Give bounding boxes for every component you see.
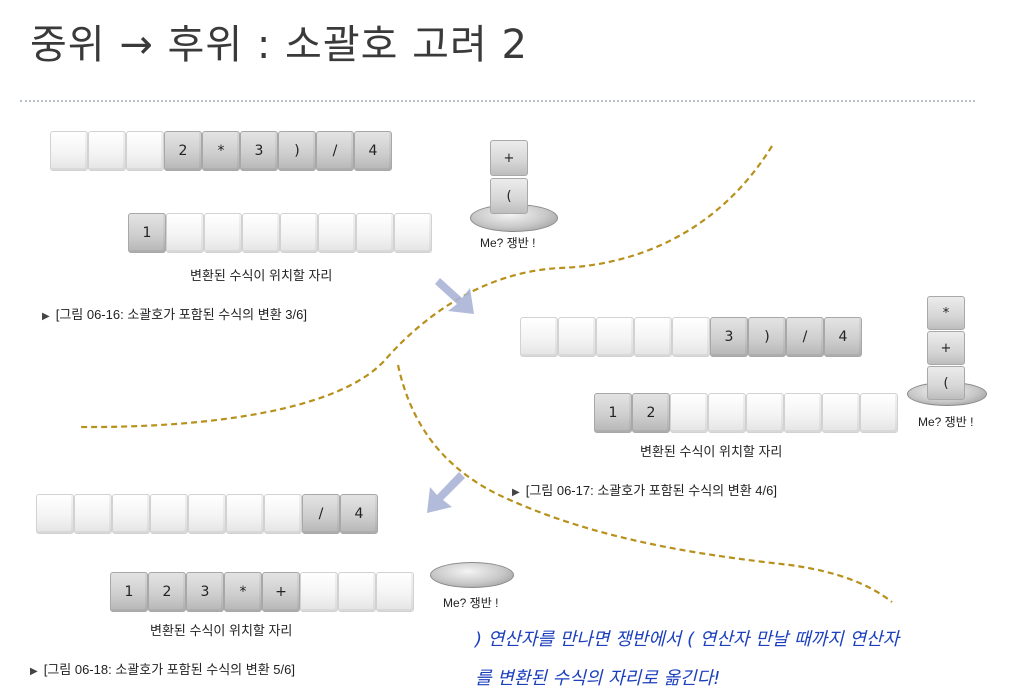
panel1-input-row: 2 * 3 ) / 4 <box>50 131 392 171</box>
panel3-input-row: / 4 <box>36 494 378 534</box>
output-cell <box>708 393 746 433</box>
output-cell: 1 <box>594 393 632 433</box>
output-cell <box>784 393 822 433</box>
input-cell <box>88 131 126 171</box>
stack-block: * <box>927 296 965 330</box>
tray-icon <box>470 204 558 232</box>
input-cell <box>264 494 302 534</box>
down-left-arrow <box>427 472 465 513</box>
input-cell <box>50 131 88 171</box>
output-cell <box>670 393 708 433</box>
input-cell: ) <box>748 317 786 357</box>
separator-curve-top <box>77 145 773 429</box>
panel1-figure-caption: ▶ [그림 06-16: 소괄호가 포함된 수식의 변환 3/6] <box>42 304 307 323</box>
output-cell: * <box>224 572 262 612</box>
input-cell <box>36 494 74 534</box>
input-cell <box>188 494 226 534</box>
output-cell <box>394 213 432 253</box>
output-cell <box>242 213 280 253</box>
input-cell <box>596 317 634 357</box>
note-line-2: 를 변환된 수식의 자리로 옮긴다! <box>475 668 721 689</box>
output-cell: 1 <box>128 213 166 253</box>
separator-curve-bottom <box>396 364 893 603</box>
panel3-output-caption: 변환된 수식이 위치할 자리 <box>150 623 293 638</box>
input-cell <box>150 494 188 534</box>
input-cell <box>74 494 112 534</box>
panel1-tray-label: Me? 쟁반 ! <box>480 236 536 250</box>
input-cell <box>672 317 710 357</box>
output-cell <box>300 572 338 612</box>
output-cell <box>356 213 394 253</box>
panel2-output-row: 1 2 <box>594 393 898 433</box>
panel2-figure-caption: ▶ [그림 06-17: 소괄호가 포함된 수식의 변환 4/6] <box>512 480 777 499</box>
triangle-bullet-icon: ▶ <box>42 311 50 322</box>
panel3-output-row: 1 2 3 * + <box>110 572 414 612</box>
output-cell: 1 <box>110 572 148 612</box>
input-cell <box>520 317 558 357</box>
panel3-empty-tray-icon <box>430 562 514 588</box>
input-cell: 2 <box>164 131 202 171</box>
input-cell: 3 <box>240 131 278 171</box>
input-cell: 4 <box>340 494 378 534</box>
input-cell <box>126 131 164 171</box>
output-cell <box>376 572 414 612</box>
panel3-tray-label: Me? 쟁반 ! <box>443 596 499 610</box>
output-cell <box>318 213 356 253</box>
input-cell: 3 <box>710 317 748 357</box>
output-cell <box>822 393 860 433</box>
output-cell <box>338 572 376 612</box>
output-cell: 3 <box>186 572 224 612</box>
output-cell <box>280 213 318 253</box>
down-right-arrow <box>435 278 474 314</box>
figure-caption-text: [그림 06-17: 소괄호가 포함된 수식의 변환 4/6] <box>525 483 777 498</box>
triangle-bullet-icon: ▶ <box>30 666 38 677</box>
panel2-tray-label: Me? 쟁반 ! <box>918 415 974 429</box>
stack-block: + <box>927 331 965 365</box>
title-divider <box>20 100 975 102</box>
panel3-figure-caption: ▶ [그림 06-18: 소괄호가 포함된 수식의 변환 5/6] <box>30 659 295 678</box>
input-cell <box>558 317 596 357</box>
stack-block: + <box>490 140 528 176</box>
panel1-output-caption: 변환된 수식이 위치할 자리 <box>190 268 333 283</box>
input-cell: 4 <box>354 131 392 171</box>
figure-caption-text: [그림 06-16: 소괄호가 포함된 수식의 변환 3/6] <box>55 307 307 322</box>
note-line-1: ) 연산자를 만나면 쟁반에서 ( 연산자 만날 때까지 연산자 <box>475 629 900 650</box>
stack-block: ( <box>490 178 528 214</box>
output-cell <box>860 393 898 433</box>
output-cell: 2 <box>148 572 186 612</box>
input-cell: 4 <box>824 317 862 357</box>
stack-block: ( <box>927 366 965 400</box>
input-cell: / <box>302 494 340 534</box>
input-cell <box>634 317 672 357</box>
output-cell <box>204 213 242 253</box>
input-cell: / <box>316 131 354 171</box>
panel1-output-row: 1 <box>128 213 432 253</box>
output-cell: + <box>262 572 300 612</box>
panel2-input-row: 3 ) / 4 <box>520 317 862 357</box>
panel1-stack: + ( <box>466 140 566 250</box>
input-cell: ) <box>278 131 316 171</box>
output-cell <box>166 213 204 253</box>
output-cell <box>746 393 784 433</box>
output-cell: 2 <box>632 393 670 433</box>
input-cell <box>226 494 264 534</box>
triangle-bullet-icon: ▶ <box>512 487 520 498</box>
panel2-stack: * + ( <box>905 296 1005 411</box>
figure-caption-text: [그림 06-18: 소괄호가 포함된 수식의 변환 5/6] <box>43 662 295 677</box>
input-cell: / <box>786 317 824 357</box>
page-title: 중위 → 후위 : 소괄호 고려 2 <box>30 22 528 68</box>
input-cell: * <box>202 131 240 171</box>
input-cell <box>112 494 150 534</box>
panel2-output-caption: 변환된 수식이 위치할 자리 <box>640 444 783 459</box>
